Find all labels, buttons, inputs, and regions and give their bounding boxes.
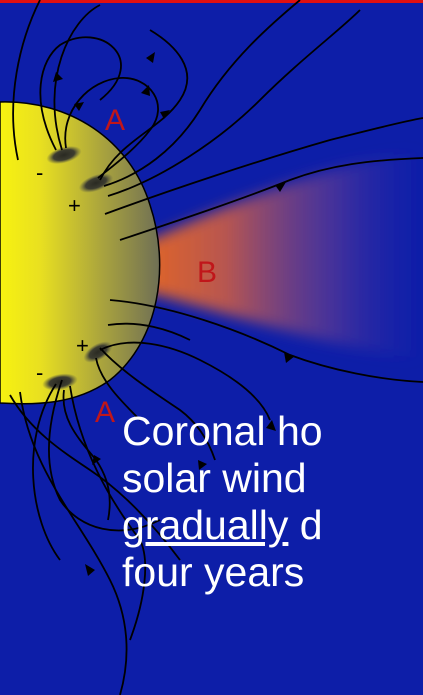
field-direction-arrows xyxy=(53,52,295,576)
sunspot-lower-left xyxy=(42,373,78,391)
polarity-upper-minus: - xyxy=(36,160,43,185)
slide-top-border xyxy=(0,0,423,3)
caption-line-3: gradually d xyxy=(122,502,423,549)
magnetic-field-lines xyxy=(9,0,423,695)
sun-disk xyxy=(0,101,161,405)
sunspot-upper-left xyxy=(46,145,82,165)
polarity-upper-plus: + xyxy=(68,193,81,218)
caption-line-2: solar wind xyxy=(122,455,307,501)
caption-underlined-word: gradually xyxy=(122,502,289,548)
polarity-lower-plus: + xyxy=(76,333,89,358)
polarity-lower-minus: - xyxy=(36,360,43,385)
caption-line-1: Coronal ho xyxy=(122,408,323,454)
label-region-a-top: A xyxy=(105,104,125,137)
streamer-region-b xyxy=(120,150,423,360)
caption-text: Coronal ho solar wind gradually d four y… xyxy=(122,408,423,596)
caption-line-3-rest: d xyxy=(288,502,323,548)
caption-line-4: four years xyxy=(122,549,305,595)
label-region-b: B xyxy=(197,256,217,289)
sunspot-upper-right xyxy=(78,173,114,193)
label-region-a-bottom: A xyxy=(95,396,115,429)
